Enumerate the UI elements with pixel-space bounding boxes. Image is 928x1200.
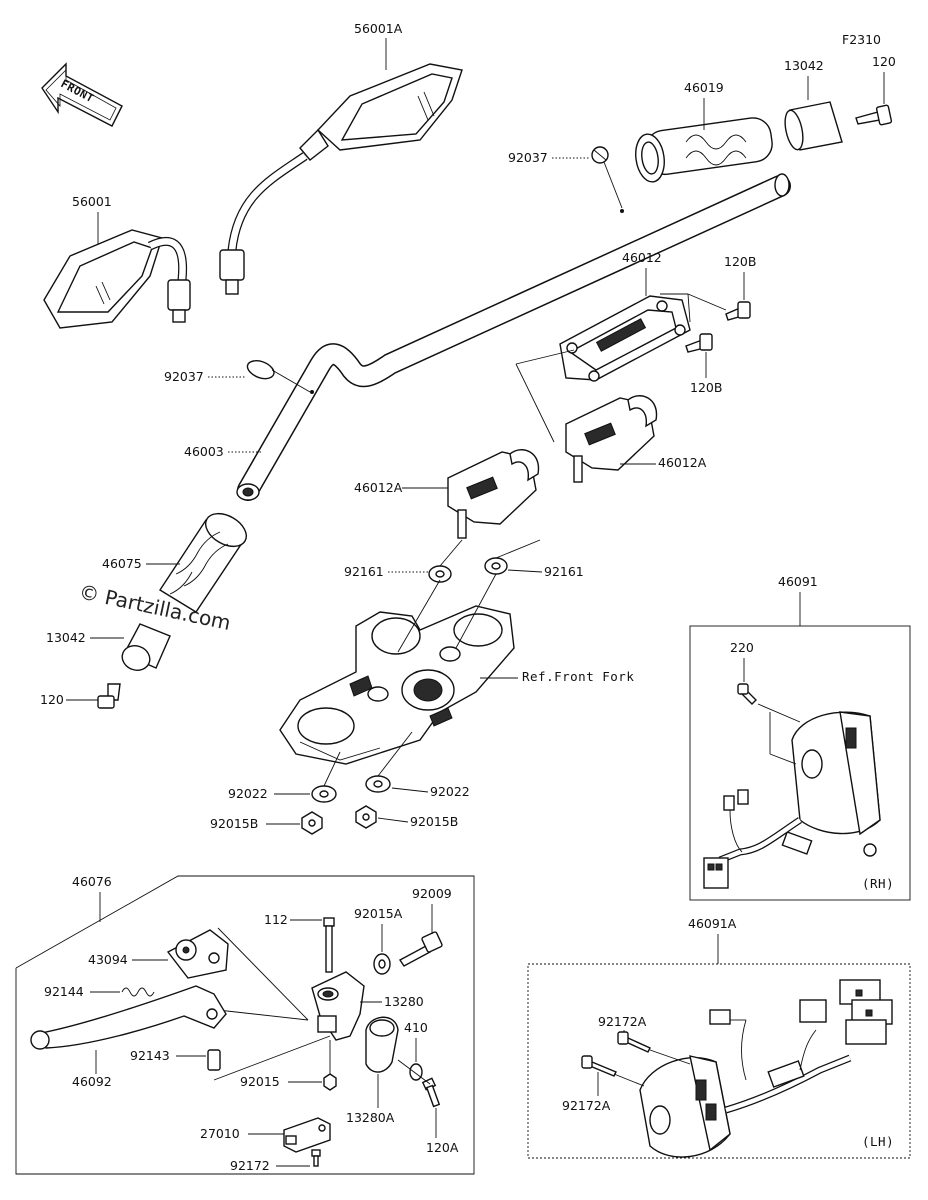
label-220: 220: [730, 640, 754, 655]
label-92172: 92172: [230, 1158, 270, 1173]
bracket-13280: [311, 971, 365, 1041]
label-92161-right: 92161: [544, 564, 584, 579]
label-56001a: 56001A: [354, 21, 403, 36]
clamp-13280a: [365, 1016, 399, 1073]
label-46003: 46003: [184, 444, 224, 459]
mirror-56001a: [219, 63, 463, 295]
label-13042-left: 13042: [46, 630, 86, 645]
label-46076: 46076: [72, 874, 112, 889]
label-13280: 13280: [384, 994, 424, 1009]
grip-46075: [159, 512, 247, 613]
washer-92015a: [373, 953, 391, 975]
label-92022-right: 92022: [430, 784, 470, 799]
screw-220: [737, 683, 757, 705]
label-92009: 92009: [412, 886, 452, 901]
label-46012a-right: 46012A: [658, 455, 707, 470]
clip-92037-top: [591, 146, 609, 164]
label-92015a: 92015A: [354, 906, 403, 921]
clamp-46012a-left: [447, 449, 540, 539]
label-92015b-left: 92015B: [210, 816, 258, 831]
label-92037-left: 92037: [164, 369, 204, 384]
label-46019: 46019: [684, 80, 724, 95]
screw-120-top: [855, 104, 893, 126]
triple-clamp: [279, 605, 515, 765]
clamp-46012a-right: [565, 395, 658, 483]
label-120a: 120A: [426, 1140, 459, 1155]
label-120-left: 120: [40, 692, 64, 707]
figure-code: F2310: [842, 32, 881, 47]
box-lever-assembly: [15, 875, 475, 1175]
grip-46019: [635, 117, 773, 183]
label-92015b-right: 92015B: [410, 814, 458, 829]
label-92172a-top: 92172A: [598, 1014, 647, 1029]
label-46075: 46075: [102, 556, 142, 571]
label-92172a-bottom: 92172A: [562, 1098, 611, 1113]
pin-92143: [207, 1049, 221, 1071]
lh-tag: (LH): [862, 1134, 894, 1149]
label-92015: 92015: [240, 1074, 280, 1089]
label-92022-left: 92022: [228, 786, 268, 801]
weight-13042-left: [121, 623, 171, 671]
screw-92172a-top: [617, 1031, 651, 1053]
rh-tag: (RH): [862, 876, 894, 891]
label-112: 112: [264, 912, 288, 927]
clamp-46012: [559, 295, 691, 382]
nut-92015b-right: [355, 805, 377, 829]
label-13280a: 13280A: [346, 1110, 395, 1125]
front-arrow-icon: FRONT: [41, 62, 123, 127]
label-92143: 92143: [130, 1048, 170, 1063]
label-46012a-left: 46012A: [354, 480, 403, 495]
washer-92161-right: [484, 557, 508, 575]
label-46092: 46092: [72, 1074, 112, 1089]
label-92144: 92144: [44, 984, 84, 999]
label-56001: 56001: [72, 194, 112, 209]
screw-92172: [311, 1149, 321, 1167]
washer-92022-left: [311, 785, 337, 803]
label-46091: 46091: [778, 574, 818, 589]
mirror-56001: [43, 229, 191, 329]
lever-46092: [30, 985, 227, 1050]
weight-13042-top: [784, 101, 843, 151]
label-43094: 43094: [88, 952, 128, 967]
spring-92144: [121, 987, 155, 997]
washer-92022-right: [365, 775, 391, 793]
washer-410: [409, 1063, 423, 1081]
label-120-top: 120: [872, 54, 896, 69]
bolt-120b-bottom: [685, 333, 713, 353]
label-92161-left: 92161: [344, 564, 384, 579]
switch-lh-46091a: [639, 979, 893, 1158]
screw-92172a-bottom: [581, 1055, 617, 1077]
label-13042-top: 13042: [784, 58, 824, 73]
nut-92015b-left: [301, 811, 323, 835]
bolt-120b-top: [725, 301, 751, 321]
switch-rh-46091: [703, 711, 881, 889]
label-92037-top: 92037: [508, 150, 548, 165]
clip-92037-left: [246, 360, 275, 380]
bolt-112: [323, 917, 335, 973]
washer-92161-left: [428, 565, 452, 583]
label-27010: 27010: [200, 1126, 240, 1141]
bolt-92009: [398, 931, 443, 967]
lever-holder-43094: [166, 929, 229, 979]
label-46012: 46012: [622, 250, 662, 265]
nut-92015: [323, 1073, 337, 1091]
label-120b-bottom: 120B: [690, 380, 722, 395]
label-120b-top: 120B: [724, 254, 756, 269]
ref-front-fork: Ref.Front Fork: [522, 669, 634, 684]
label-46091a: 46091A: [688, 916, 737, 931]
switch-27010: [283, 1117, 331, 1153]
handlebar-46003: [236, 173, 791, 501]
label-410: 410: [404, 1020, 428, 1035]
bolt-120a: [421, 1077, 441, 1108]
screw-120-left: [97, 683, 121, 709]
